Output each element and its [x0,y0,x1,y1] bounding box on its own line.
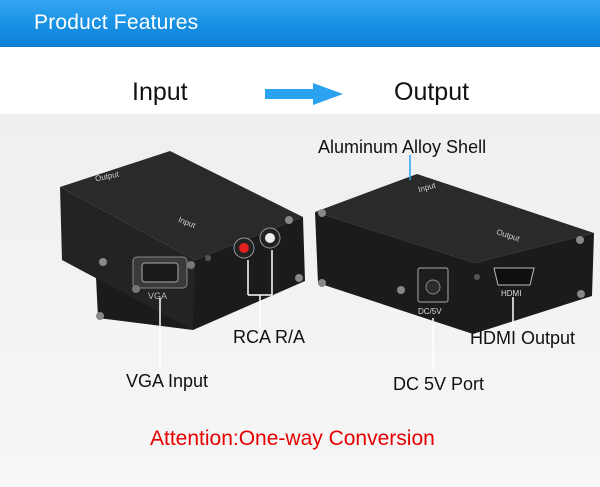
dc-port-print: DC/5V [418,307,442,316]
shell-callout: Aluminum Alloy Shell [318,137,487,157]
header-banner: Product Features [0,0,600,47]
attention-note: Attention:One-way Conversion [150,427,435,450]
right-device-top [315,174,594,263]
vga-callout: VGA Input [126,371,209,391]
left-device-side [60,187,195,330]
banner-title: Product Features [34,11,199,34]
hdmi-callout: HDMI Output [470,328,576,348]
output-heading: Output [394,78,470,106]
rca-callout: RCA R/A [233,327,306,347]
hdmi-port-print: HDMI [501,289,522,298]
vga-port-print: VGA [148,291,168,301]
led [205,255,211,261]
arrow-right-icon [265,83,343,105]
vga-screw [132,285,140,293]
right-device-front [315,212,594,334]
hdmi-port [493,267,535,286]
left-device-top [60,151,303,260]
dc-callout: DC 5V Port [393,374,485,394]
input-heading: Input [132,78,188,106]
